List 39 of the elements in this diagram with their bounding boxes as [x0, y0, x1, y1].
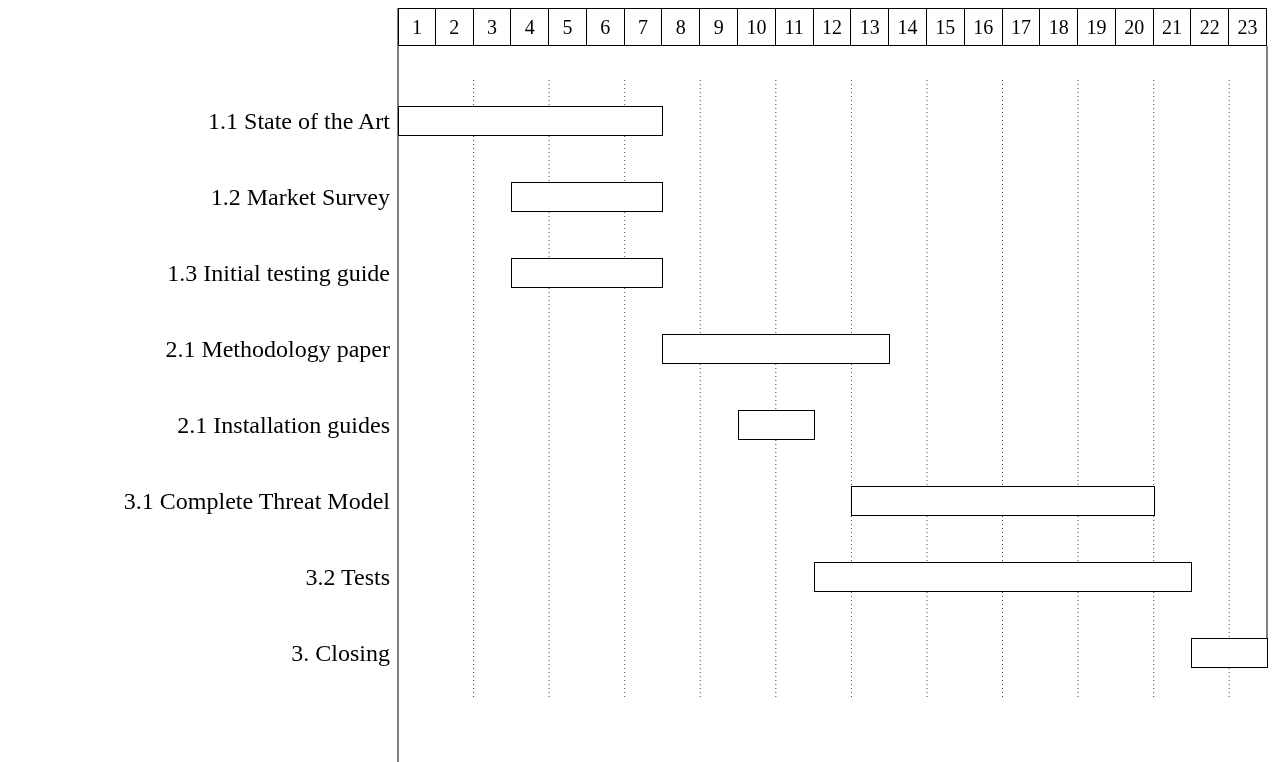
- task-label: 1.3 Initial testing guide: [167, 259, 390, 288]
- column-number: 5: [549, 8, 587, 46]
- column-number: 20: [1115, 8, 1154, 46]
- task-bar: [511, 182, 664, 212]
- column-number: 18: [1040, 8, 1079, 46]
- task-label: 2.1 Methodology paper: [165, 335, 390, 364]
- column-number: 19: [1078, 8, 1116, 46]
- column-number: 15: [926, 8, 965, 46]
- column-number: 21: [1153, 8, 1192, 46]
- column-number: 2: [435, 8, 474, 46]
- column-number: 22: [1191, 8, 1230, 46]
- column-number: 8: [662, 8, 701, 46]
- task-label: 1.2 Market Survey: [210, 183, 390, 212]
- task-bar: [851, 486, 1155, 516]
- column-number: 12: [813, 8, 852, 46]
- column-number: 17: [1002, 8, 1041, 46]
- column-number: 13: [851, 8, 890, 46]
- task-label: 2.1 Installation guides: [177, 411, 390, 440]
- task-bar: [813, 562, 1193, 592]
- task-label: 3.1 Complete Threat Model: [123, 487, 390, 516]
- task-bar: [738, 410, 815, 440]
- task-bar: [662, 334, 891, 364]
- column-number: 11: [775, 8, 814, 46]
- task-bar: [511, 258, 664, 288]
- column-number: 4: [511, 8, 550, 46]
- task-label: 3.2 Tests: [305, 563, 390, 592]
- column-number: 1: [398, 8, 436, 46]
- task-label: 3. Closing: [291, 639, 390, 668]
- column-number: 14: [889, 8, 927, 46]
- task-bar: [1191, 638, 1268, 668]
- column-number: 9: [700, 8, 739, 46]
- task-label: 1.1 State of the Art: [208, 107, 390, 136]
- column-number: 16: [964, 8, 1003, 46]
- task-bar: [398, 106, 664, 136]
- column-number: 6: [586, 8, 625, 46]
- column-number: 3: [473, 8, 512, 46]
- column-number: 10: [738, 8, 776, 46]
- column-number: 23: [1229, 8, 1267, 46]
- column-number: 7: [624, 8, 663, 46]
